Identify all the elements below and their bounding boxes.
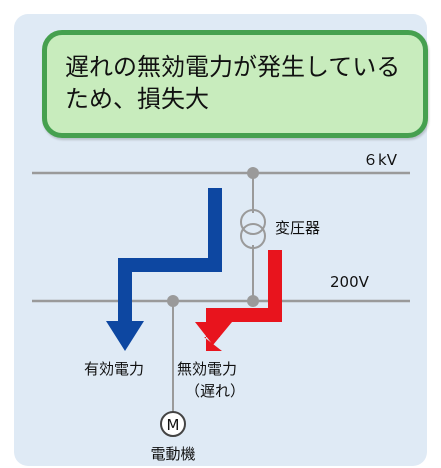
low-voltage-label: 200V [330,273,370,291]
high-voltage-node [247,167,259,179]
callout-box: 遅れの無効電力が発生しているため、損失大 [42,30,428,138]
reactive-power-arrow [204,250,282,351]
motor-node [167,295,179,307]
motor-symbol-letter: M [167,416,180,434]
high-voltage-label: ６kV [363,151,398,169]
reactive-power-arrowhead [195,322,232,345]
low-voltage-node [247,295,259,307]
active-power-arrow [106,188,222,351]
reactive-power-label: 無効電力 [177,360,237,378]
callout-text: 遅れの無効電力が発生しているため、損失大 [65,53,401,113]
transformer-coil-upper [240,209,266,235]
active-power-label: 有効電力 [84,360,144,378]
motor-symbol [160,411,186,437]
transformer-label: 変圧器 [275,219,320,237]
reactive-power-note: （遅れ） [185,382,245,400]
transformer-coil-lower [240,223,266,249]
motor-label: 電動機 [150,445,195,463]
